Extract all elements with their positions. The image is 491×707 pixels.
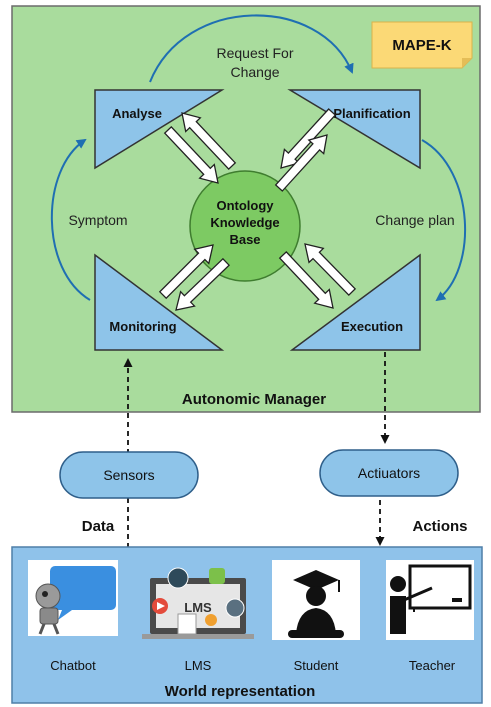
monitoring-phase-shape <box>94 253 225 351</box>
execution-phase-shape <box>289 253 421 351</box>
knowledge-exchange-arrows <box>158 108 357 311</box>
teacher-icon <box>386 560 474 640</box>
mape-k-label: MAPE-K <box>392 37 451 54</box>
world-item-teacher-label: Teacher <box>409 658 456 673</box>
execution-to-knowledge-arrow <box>304 243 357 297</box>
data-label: Data <box>82 518 115 535</box>
analyse-to-knowledge-arrow <box>163 125 219 184</box>
world-item-student-label: Student <box>294 658 339 673</box>
execution-label: Execution <box>341 319 403 334</box>
planification-phase-shape <box>287 89 421 170</box>
request-for-change-label-line2: Change <box>230 64 279 80</box>
actuators-node <box>319 449 459 497</box>
symptom-label: Symptom <box>68 212 127 228</box>
symptom-arrow <box>50 138 91 301</box>
planification-label: Planification <box>333 106 410 121</box>
knowledge-base-label-line1: Ontology <box>216 198 274 213</box>
actions-label: Actions <box>412 518 467 535</box>
change-plan-arrow <box>421 139 467 302</box>
world-item-lms-label: LMS <box>185 658 212 673</box>
knowledge-to-analyse-arrow <box>181 112 237 171</box>
sensors-label: Sensors <box>103 467 154 483</box>
lms-icon: LMS <box>142 567 254 639</box>
lms-screen-label: LMS <box>184 600 212 615</box>
knowledge-to-execution-arrow <box>278 250 334 309</box>
knowledge-base-circle <box>189 170 301 282</box>
student-icon <box>272 560 360 640</box>
actuators-label: Actiuators <box>358 465 420 481</box>
knowledge-to-planification-arrow <box>280 108 337 169</box>
knowledge-to-monitoring-arrow <box>175 257 231 311</box>
monitoring-to-knowledge-arrow <box>158 244 214 300</box>
request-for-change-label-line1: Request For <box>216 45 293 61</box>
knowledge-base-label-line3: Base <box>229 232 260 247</box>
mape-k-badge: MAPE-K <box>371 21 473 69</box>
world-item-chatbot-label: Chatbot <box>50 658 96 673</box>
chatbot-icon <box>28 560 118 636</box>
autonomic-manager-label: Autonomic Manager <box>182 391 326 408</box>
monitoring-label: Monitoring <box>109 319 176 334</box>
change-plan-label: Change plan <box>375 212 454 228</box>
planification-to-knowledge-arrow <box>274 134 328 192</box>
analyse-label: Analyse <box>112 106 162 121</box>
world-representation-label: World representation <box>165 683 316 700</box>
analyse-phase-shape <box>94 89 225 170</box>
sensors-node <box>59 451 199 499</box>
knowledge-base-label-line2: Knowledge <box>210 215 279 230</box>
request-for-change-arrow <box>149 14 354 83</box>
